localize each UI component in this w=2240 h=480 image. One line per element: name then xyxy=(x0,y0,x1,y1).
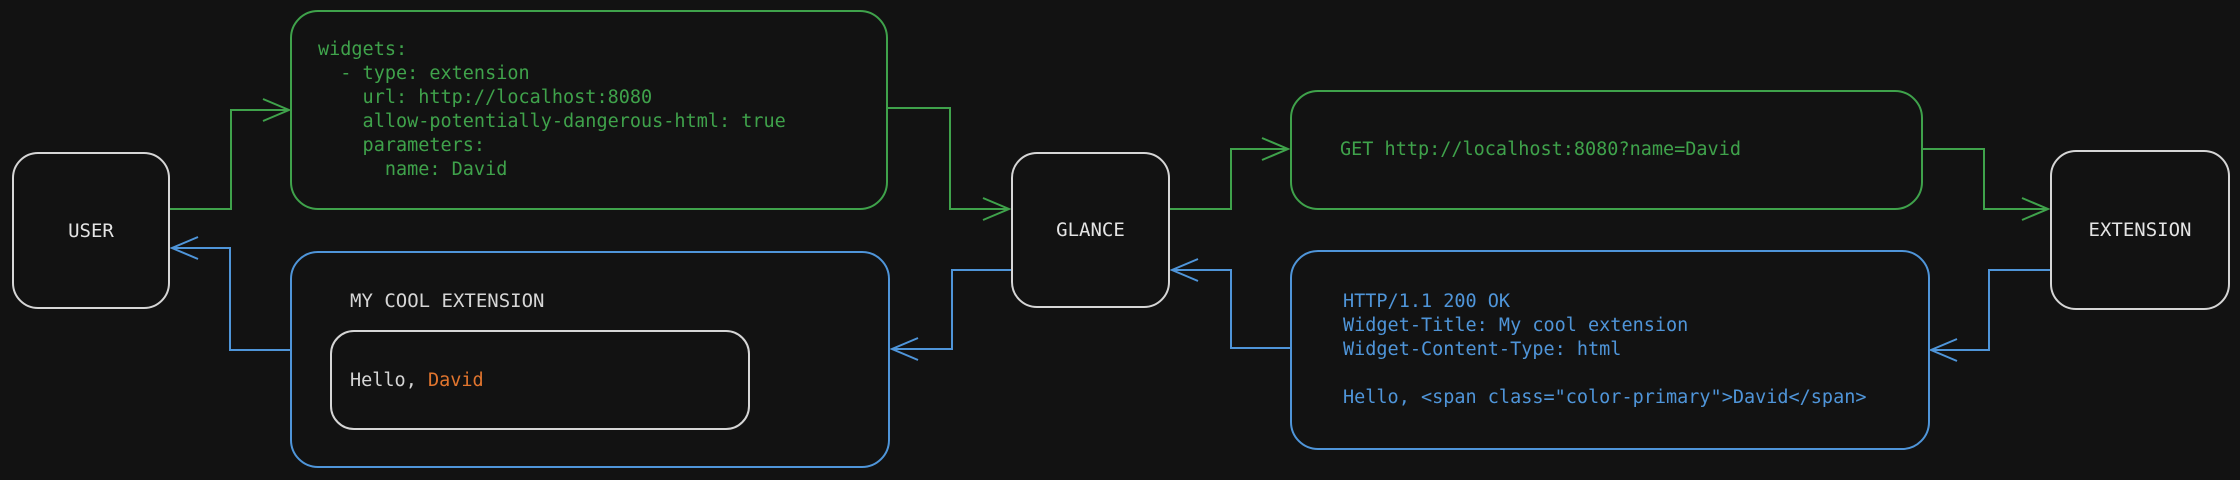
node-extension-label: EXTENSION xyxy=(2088,219,2192,241)
arrow-response-to-glance xyxy=(1169,258,1290,349)
http-request-box: GET http://localhost:8080?name=David xyxy=(1290,90,1923,210)
node-user-label: USER xyxy=(68,219,114,242)
arrowhead-left-icon xyxy=(1169,258,1199,282)
arrow-user-to-config xyxy=(170,98,292,210)
http-response-box: HTTP/1.1 200 OK Widget-Title: My cool ex… xyxy=(1290,250,1930,450)
http-request-code: GET http://localhost:8080?name=David xyxy=(1340,139,1741,160)
arrow-widget-to-user xyxy=(169,236,290,351)
node-glance: GLANCE xyxy=(1011,152,1170,308)
arrow-extension-to-response xyxy=(1928,269,2050,362)
arrow-glance-to-widget xyxy=(889,269,1011,361)
node-glance-label: GLANCE xyxy=(1056,219,1125,241)
greeting-prefix: Hello, xyxy=(350,369,428,391)
node-extension: EXTENSION xyxy=(2050,150,2230,310)
config-yaml-code: widgets: - type: extension url: http://l… xyxy=(318,39,786,180)
widget-preview-title: MY COOL EXTENSION xyxy=(350,290,545,312)
arrowhead-right-icon xyxy=(262,98,292,122)
widget-preview-window: Hello, David xyxy=(330,330,750,430)
arrowhead-left-icon xyxy=(1928,338,1958,362)
config-yaml-box: widgets: - type: extension url: http://l… xyxy=(290,10,888,210)
greeting-name: David xyxy=(427,369,484,391)
arrowhead-left-icon xyxy=(169,236,199,260)
node-user: USER xyxy=(12,152,170,309)
arrowhead-right-icon xyxy=(982,197,1012,221)
http-response-code: HTTP/1.1 200 OK Widget-Title: My cool ex… xyxy=(1343,291,1867,408)
arrow-glance-to-request xyxy=(1170,137,1291,210)
arrowhead-left-icon xyxy=(889,337,919,361)
arrow-request-to-extension xyxy=(1923,148,2051,221)
arrow-config-to-glance xyxy=(888,107,1012,221)
arrowhead-right-icon xyxy=(1261,137,1291,161)
arrowhead-right-icon xyxy=(2021,197,2051,221)
widget-preview-box: MY COOL EXTENSION Hello, David xyxy=(290,251,890,468)
